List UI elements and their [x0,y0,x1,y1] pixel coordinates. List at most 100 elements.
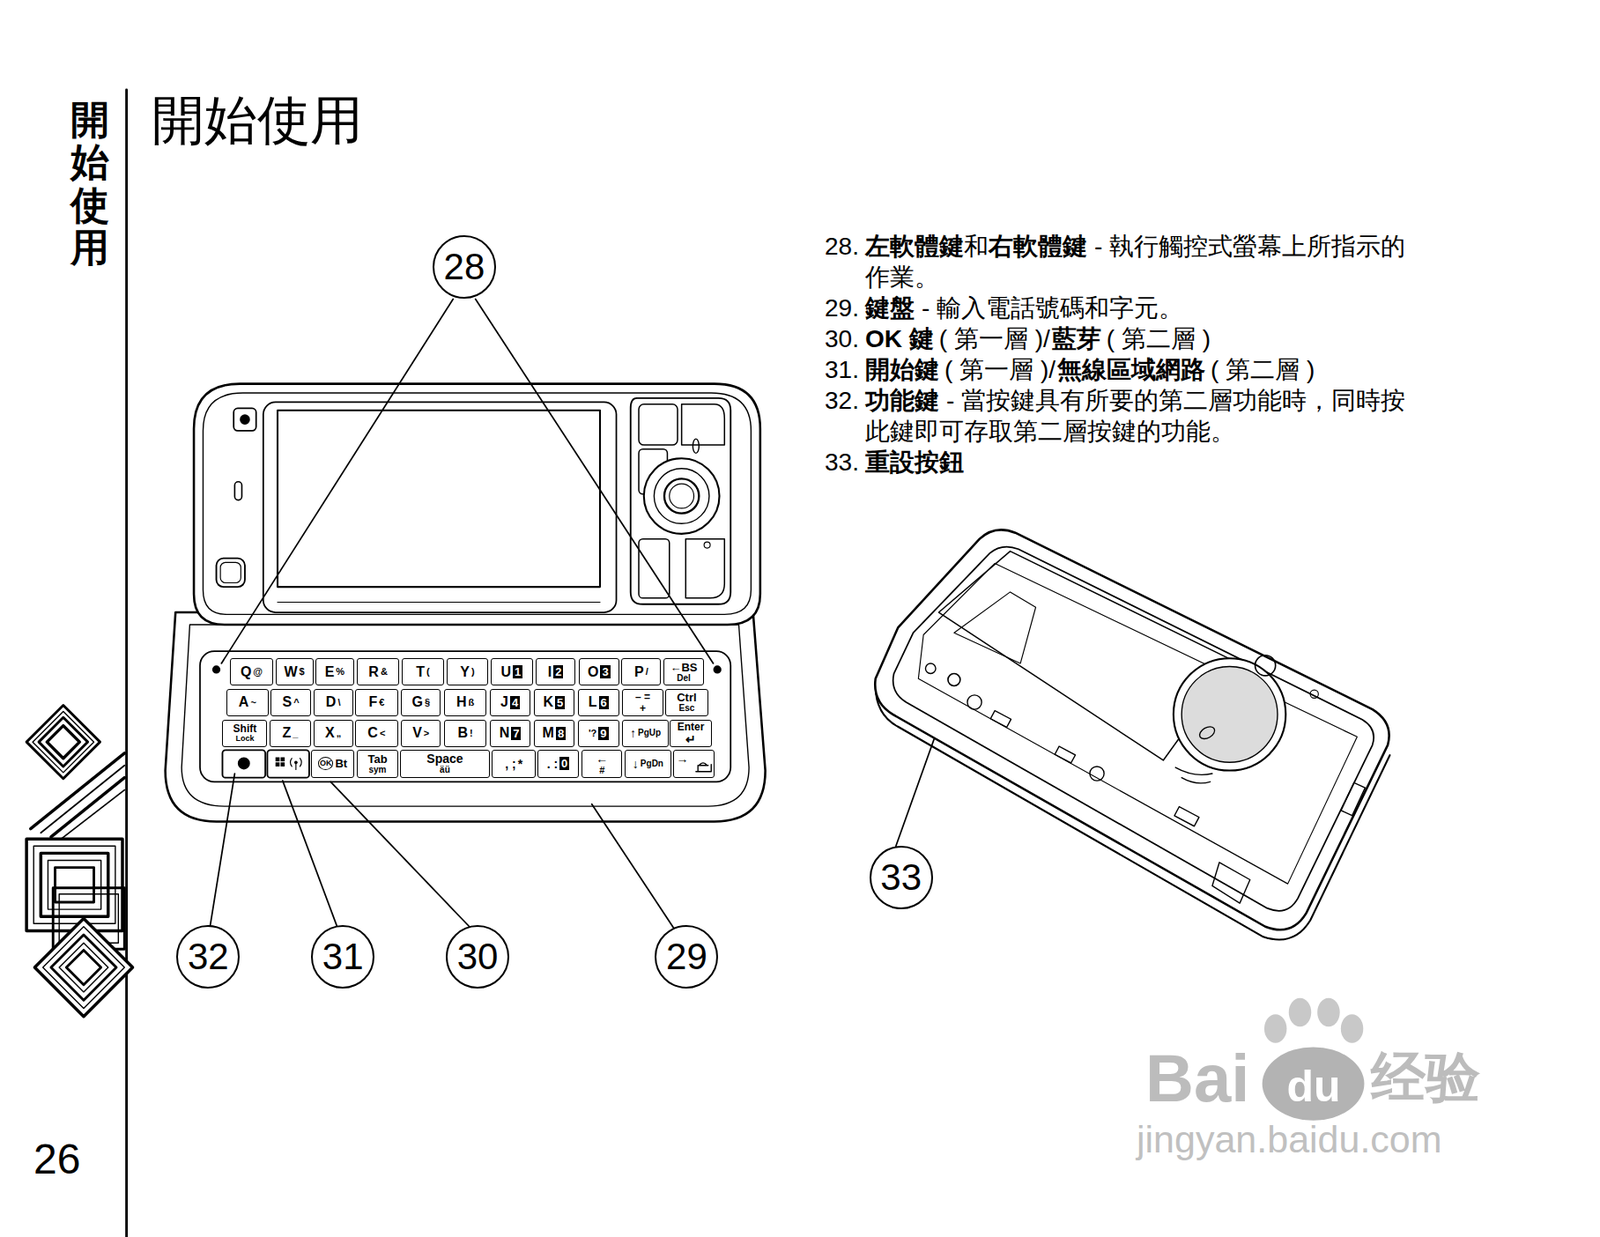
list-number: 31. [824,354,866,386]
list-body: 功能鍵- 當按鍵具有所要的第二層功能時，同時按此鍵即可存取第二層按鍵的功能。 [865,385,1421,447]
key-legend: € [378,697,385,708]
keyboard-key: M8 [533,719,575,748]
keyboard-key: '?9 [577,719,620,748]
parts-list: 28.左軟體鍵和右軟體鍵- 執行觸控式螢幕上所指示的作業。29.鍵盤- 輸入電話… [824,230,1421,478]
callout-number: 33 [869,845,934,910]
list-body: 重設按鈕 [865,446,1421,478]
key-legend: $ [299,666,305,677]
key-legend: . : [547,757,558,771]
list-term: OK 鍵 [865,325,934,353]
key-legend: sym [368,765,386,775]
keyboard-key: Z_ [269,719,312,748]
key-legend: äü [439,765,451,775]
key-legend: '? [588,728,597,739]
keyboard-key: Spaceäü [400,749,490,778]
callout-text: 29 [666,938,708,976]
page-title: 開始使用 [151,91,363,150]
keyboard-key: B! [444,719,488,748]
key-legend: 0 [559,756,570,771]
keyboard-key: ←# [581,749,623,778]
key-legend: Y [459,665,470,680]
key-legend: 8 [555,726,566,741]
key-legend: Ctrl [676,691,697,704]
list-item: 28.左軟體鍵和右軟體鍵- 執行觸控式螢幕上所指示的作業。 [824,230,1421,293]
list-body: OK 鍵( 第一層 )/藍芽( 第二層 ) [865,323,1421,355]
list-item: 30.OK 鍵( 第一層 )/藍芽( 第二層 ) [824,323,1421,355]
keyboard-key: . :0 [537,749,578,778]
keyboard-key: D\ [313,688,354,717]
keyboard-key: F€ [355,688,399,717]
key-legend: Space [426,752,463,765]
key-legend: \ [337,697,341,708]
key-legend: Bt [334,757,348,770]
key-legend: R [368,665,379,680]
key-legend: PgUp [637,728,661,738]
key-legend: Tab [367,753,387,765]
key-legend: * [518,757,523,771]
key-legend: & [380,666,388,677]
list-text: ( 第二層 ) [1210,355,1315,384]
key-legend: ↓ [632,757,639,771]
callout-number: 31 [311,925,375,989]
list-number: 30. [824,323,866,355]
key-legend: A [238,695,250,710]
key-legend: S [282,695,293,710]
callout-text: 28 [444,248,486,286]
key-legend: I [548,665,552,680]
key-legend: 2 [553,665,563,679]
key-legend: ←BS [669,661,697,674]
keyboard-key: ←BSDel [663,658,704,686]
list-number: 28. [824,230,866,262]
list-body: 鍵盤- 輸入電話號碼和字元。 [865,292,1421,324]
keyboard-key: V> [400,719,441,748]
key-legend: ß [468,697,475,708]
keyboard-key: , ;* [491,749,536,778]
list-text: - 輸入電話號碼和字元。 [921,294,1184,322]
key-legend: „ [336,728,342,739]
watermark: du [1286,1064,1341,1109]
key-legend: Esc [679,703,696,713]
key-legend: 9 [598,726,608,741]
keyboard-key: Q@ [229,658,275,686]
key-legend: ) [471,666,475,677]
key-legend: – = [635,691,651,703]
keyboard-key: Hß [444,688,488,717]
key-legend: O [587,665,599,680]
key-legend: < [379,728,386,739]
callout-text: 30 [457,938,499,976]
keyboard-key: ↑PgUp [622,719,668,748]
key-legend: , ; [504,757,516,771]
page-number: 26 [33,1138,81,1181]
callout-number: 30 [445,925,510,989]
list-number: 29. [824,292,866,324]
key-legend: B [458,725,469,741]
key-legend: % [335,666,345,677]
key-legend: V [412,725,423,741]
list-text: - 當按鍵具有所要的第二層功能時，同時按此鍵即可存取第二層按鍵的功能。 [865,386,1406,445]
key-legend: T [415,665,425,680]
key-legend: 7 [511,726,521,741]
keyboard-key: A~ [226,688,268,717]
keyboard-key: O3 [578,658,620,686]
key-legend: 1 [512,665,523,679]
keyboard-key: J4 [489,688,531,717]
key-legend: § [424,697,430,708]
key-legend: F [368,695,378,710]
list-text: ( 第一層 )/ [944,355,1056,384]
key-legend: W [284,665,298,680]
key-legend: ! [469,728,474,739]
watermark: Bai [1145,1044,1250,1112]
key-legend: Del [676,674,691,683]
key-legend: ( [426,666,430,677]
key-legend: H [456,695,467,710]
keyboard-key: OKBt [311,749,355,778]
key-legend: M [542,725,555,741]
key-legend: @ [252,666,263,677]
list-text: 和 [963,232,989,260]
key-legend: 6 [599,696,609,710]
key-legend: L [588,695,598,710]
keyboard-key: P/ [621,658,661,686]
list-text: ( 第一層 )/ [939,325,1051,353]
key-legend: ~ [250,697,256,708]
key-legend: _ [292,728,298,739]
